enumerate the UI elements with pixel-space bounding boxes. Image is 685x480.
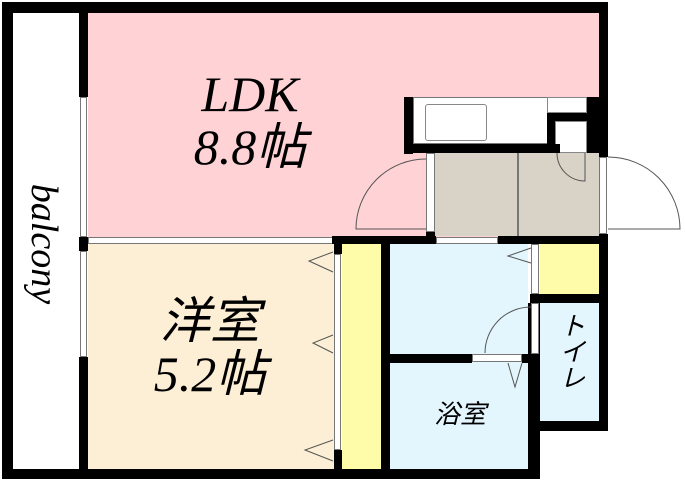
kitchen-wall-bottom bbox=[404, 144, 560, 153]
fridge-wall bbox=[547, 113, 555, 153]
balcony-label: balcony bbox=[22, 183, 65, 305]
washroom-top-wall-left bbox=[381, 236, 436, 244]
western-label: 洋室 5.2帖 bbox=[105, 295, 315, 400]
kitchen-wall-left bbox=[404, 97, 413, 154]
balcony-area bbox=[12, 12, 79, 468]
closet-door[interactable] bbox=[334, 254, 341, 450]
fridge-top bbox=[547, 113, 587, 121]
fridge-space bbox=[555, 121, 587, 153]
western-size: 5.2帖 bbox=[153, 345, 267, 402]
ldk-label: LDK 8.8帖 bbox=[140, 68, 360, 173]
toilet-door[interactable] bbox=[531, 303, 539, 354]
washroom bbox=[390, 244, 528, 354]
toilet-room bbox=[540, 303, 599, 421]
bath-room bbox=[390, 362, 528, 470]
entrance-step-line bbox=[517, 153, 519, 236]
washroom-sliding-door[interactable] bbox=[436, 237, 498, 244]
washroom-top-wall-right bbox=[498, 236, 608, 244]
western-name: 洋室 bbox=[160, 293, 260, 349]
ldk-entrance-door[interactable] bbox=[426, 153, 435, 232]
cabinet bbox=[547, 97, 587, 113]
outer-wall-bottom bbox=[2, 469, 538, 479]
closet bbox=[342, 244, 381, 470]
storage-door[interactable] bbox=[531, 244, 539, 294]
balcony-window-upper bbox=[80, 97, 87, 237]
storage-toilet-wall bbox=[530, 294, 608, 303]
ldk-name: LDK bbox=[201, 66, 299, 122]
outer-wall-right-upper bbox=[599, 2, 608, 157]
kitchen-sink bbox=[425, 104, 487, 141]
closet-left-wall-bottom bbox=[334, 450, 342, 470]
right-block bbox=[587, 97, 600, 153]
toilet-label: トイレ bbox=[555, 312, 585, 390]
ldk-size: 8.8帖 bbox=[193, 118, 307, 175]
balcony-wall-mid bbox=[79, 237, 88, 251]
bath-label: 浴室 bbox=[433, 400, 486, 430]
balcony-window-lower bbox=[80, 251, 87, 357]
storage bbox=[540, 244, 599, 294]
outer-wall-left bbox=[2, 2, 13, 478]
closet-right-wall bbox=[381, 236, 390, 479]
front-door[interactable] bbox=[599, 157, 607, 234]
outer-wall-top bbox=[2, 2, 608, 13]
toilet-bottom-wall bbox=[530, 421, 608, 431]
balcony-wall-lower bbox=[79, 357, 88, 479]
closet-left-wall bbox=[334, 236, 342, 254]
balcony-wall-upper bbox=[79, 2, 88, 97]
bath-door[interactable] bbox=[472, 354, 522, 362]
bath-top-wall-right bbox=[522, 354, 530, 363]
western-room bbox=[88, 244, 334, 470]
outer-wall-right-lower bbox=[599, 234, 608, 431]
bath-top-wall bbox=[390, 354, 472, 363]
